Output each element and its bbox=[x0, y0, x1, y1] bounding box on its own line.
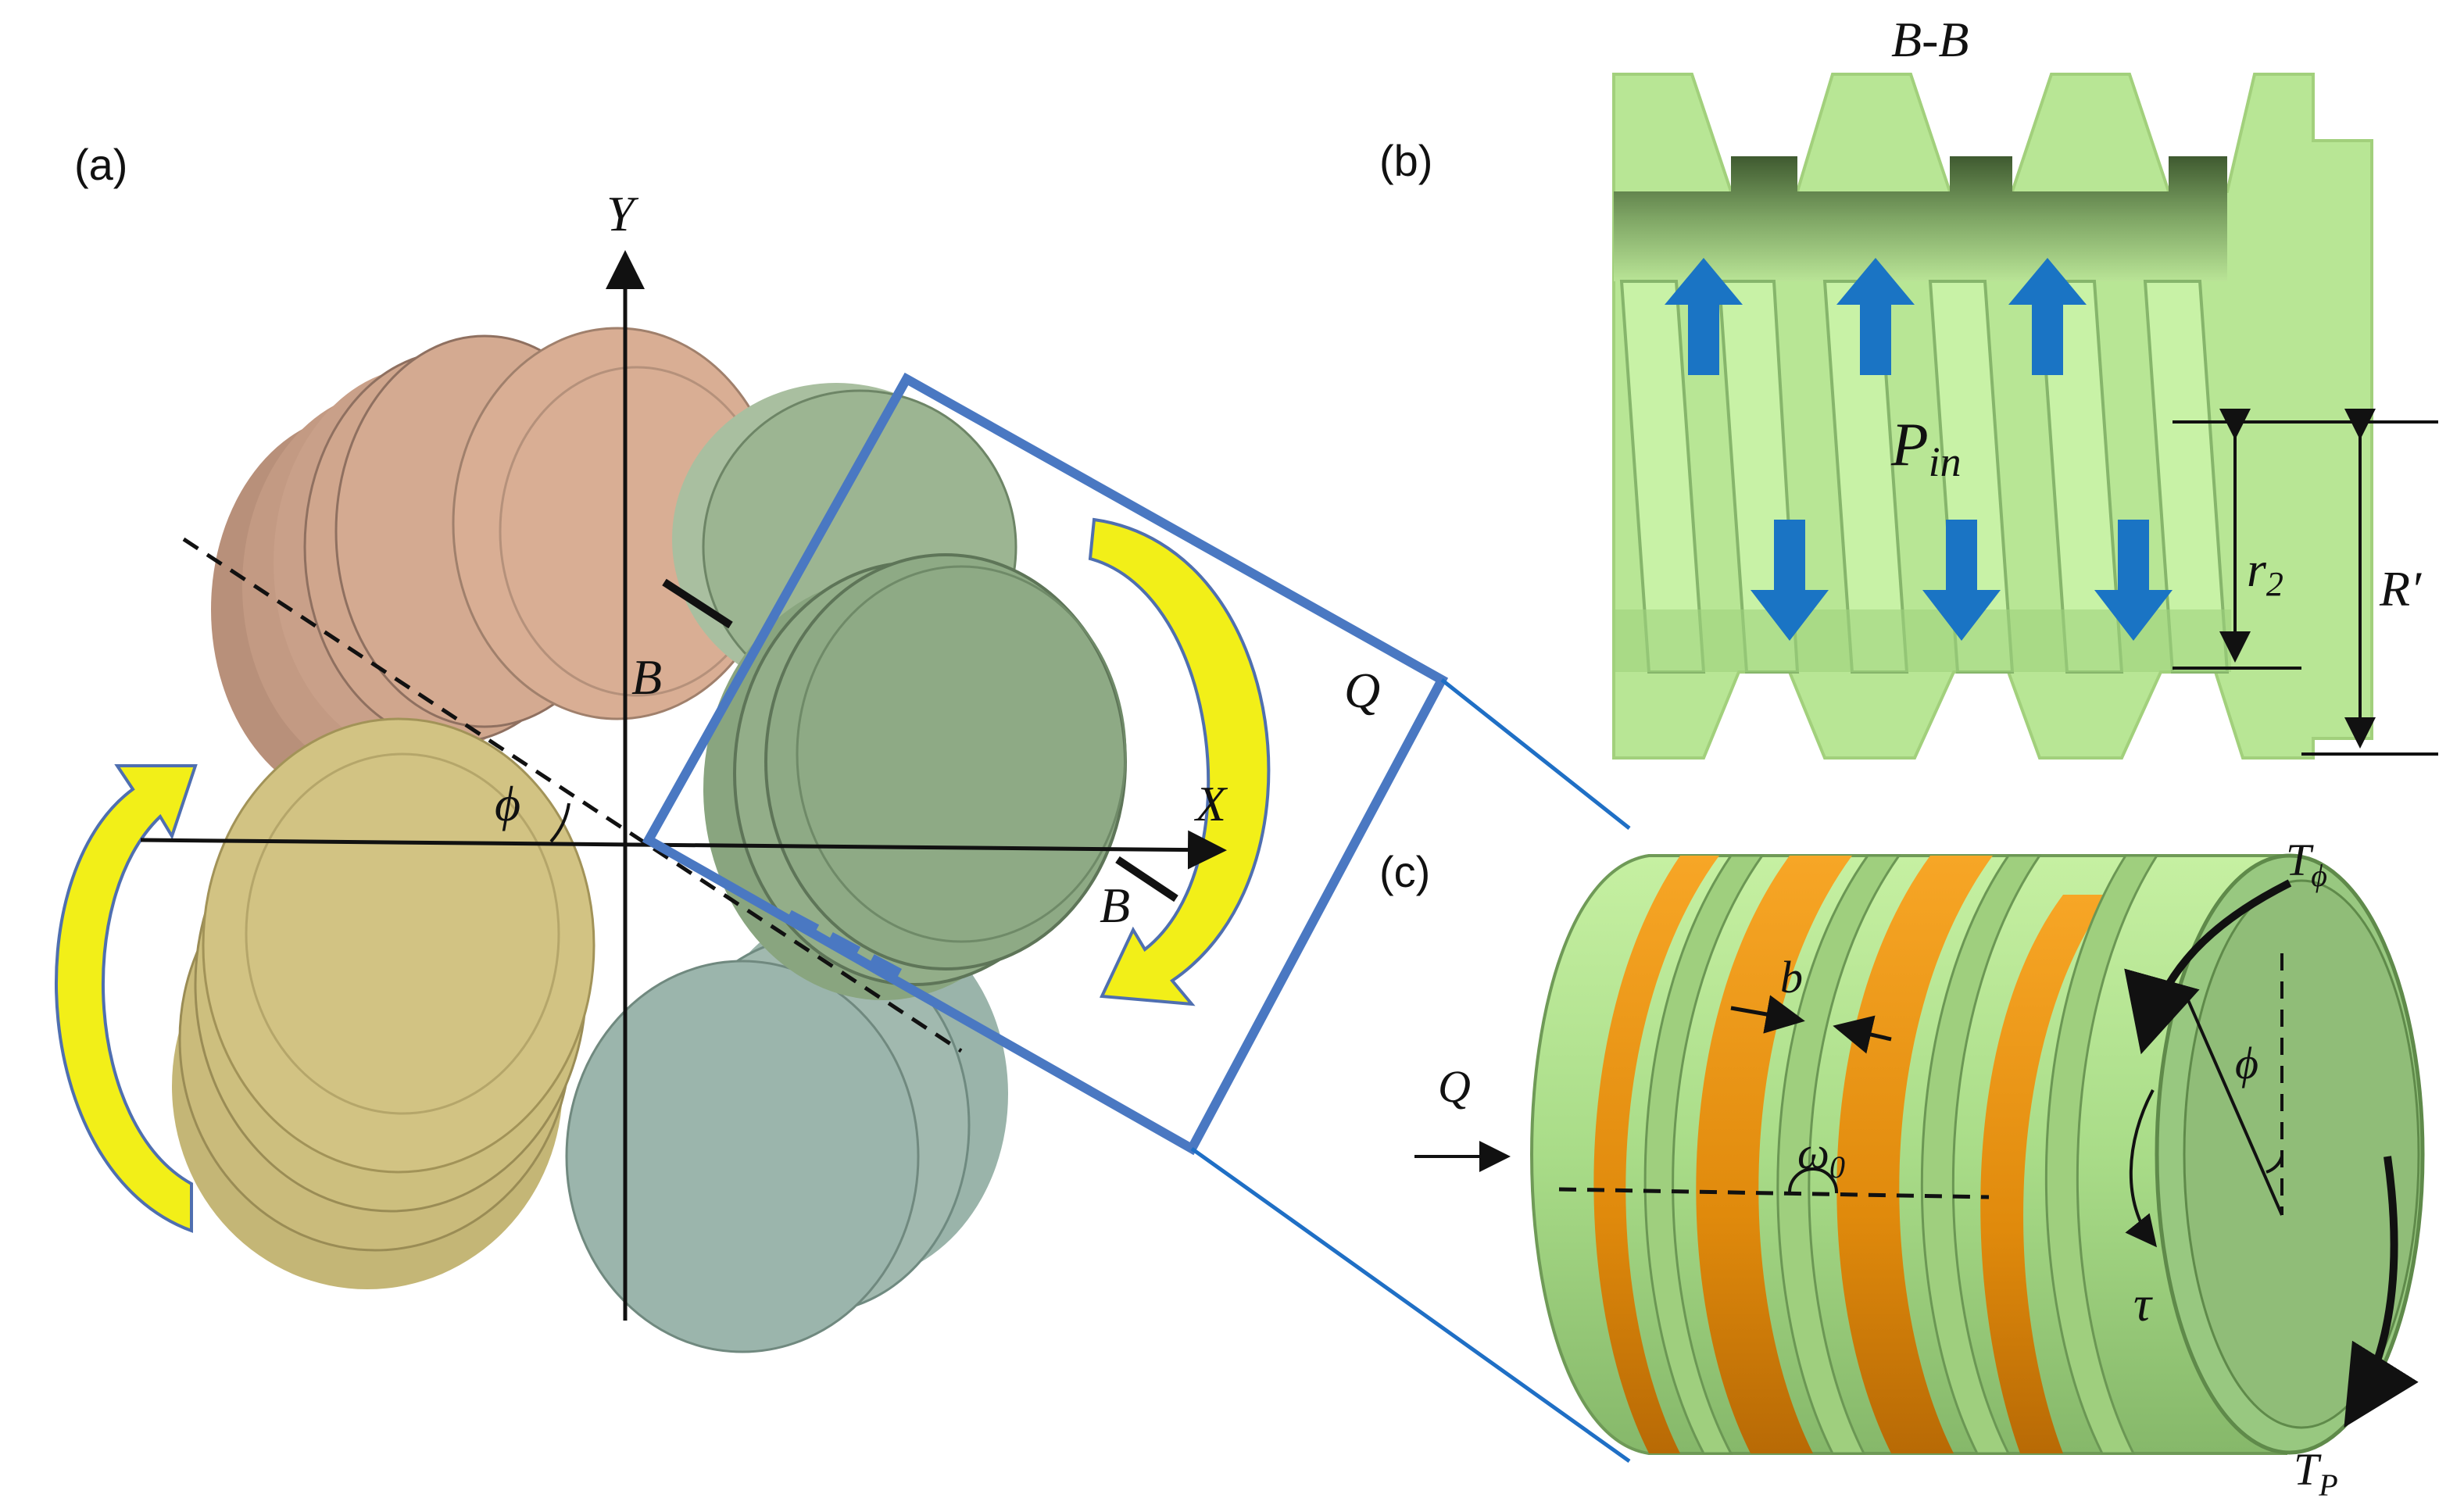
tau-arrow bbox=[2125, 1089, 2157, 1248]
omega-label: ω0 bbox=[1797, 1128, 1845, 1185]
disc-stack-yellow bbox=[172, 717, 595, 1289]
flow-q-label-c: Q bbox=[1438, 1061, 1471, 1112]
section-b-lower-label: B bbox=[1100, 878, 1130, 933]
disc-stack-green-front bbox=[703, 553, 1127, 1000]
phi-label: ϕ bbox=[495, 776, 520, 831]
t-phi-arrow bbox=[2124, 879, 2292, 1055]
pressure-arrows-up bbox=[1665, 258, 2087, 375]
section-mark-upper bbox=[662, 578, 733, 629]
panel-c-label: (c) bbox=[1379, 847, 1430, 896]
y-axis-label: Y bbox=[606, 186, 639, 241]
omega-angle-arc bbox=[1788, 1167, 1839, 1194]
t-p-arrow bbox=[2344, 1156, 2419, 1428]
b-arrow-right bbox=[1833, 1015, 1892, 1054]
panel-a-label: (a) bbox=[74, 140, 127, 189]
section-title: B-B bbox=[1891, 12, 1969, 67]
panel-c: (c) Q b ω0 Tϕ bbox=[1379, 835, 2425, 1503]
r2-label: r2 bbox=[2247, 542, 2283, 603]
b-label: b bbox=[1780, 952, 1803, 1003]
t-p-label: TP bbox=[2294, 1444, 2338, 1503]
r-prime-label: R′ bbox=[2379, 561, 2422, 617]
x-axis-label: X bbox=[1193, 776, 1228, 831]
cylinder-rings bbox=[1593, 854, 2159, 1455]
b-arrow-left bbox=[1730, 995, 1805, 1034]
pressure-arrows-down bbox=[1751, 520, 2173, 641]
phi-c-label: ϕ bbox=[2235, 1038, 2258, 1088]
dashed-angle-line bbox=[182, 537, 963, 1053]
rotation-arrow-left bbox=[55, 764, 198, 1233]
omega-dashed-line bbox=[1558, 1187, 1990, 1199]
phi-angle-arc bbox=[549, 802, 570, 843]
t-phi-label: Tϕ bbox=[2286, 835, 2327, 893]
section-b-upper-label: B bbox=[631, 649, 662, 705]
panel-a: (a) bbox=[55, 140, 1631, 1464]
zoom-guide-bottom bbox=[1190, 1146, 1631, 1464]
groove-upper bbox=[1614, 156, 2227, 281]
x-axis bbox=[140, 830, 1227, 870]
frame-dashed-edge bbox=[787, 910, 909, 981]
end-face-radius bbox=[2187, 999, 2283, 1216]
cylinder-end-face-inner bbox=[2183, 879, 2420, 1429]
rotation-arrow-right bbox=[1088, 517, 1271, 1006]
panel-b: (b) B-B Pin bbox=[1379, 12, 2438, 760]
panel-b-label: (b) bbox=[1379, 136, 1432, 185]
flow-q-label-a: Q bbox=[1344, 663, 1380, 718]
disc-stack-blue bbox=[565, 906, 1008, 1353]
section-mark-lower bbox=[1115, 856, 1178, 903]
zoom-guide-top bbox=[1440, 678, 1631, 830]
phi-c-arc bbox=[2266, 1156, 2283, 1174]
tau-label: τ bbox=[2133, 1276, 2153, 1331]
p-in-label: Pin bbox=[1890, 410, 1962, 485]
